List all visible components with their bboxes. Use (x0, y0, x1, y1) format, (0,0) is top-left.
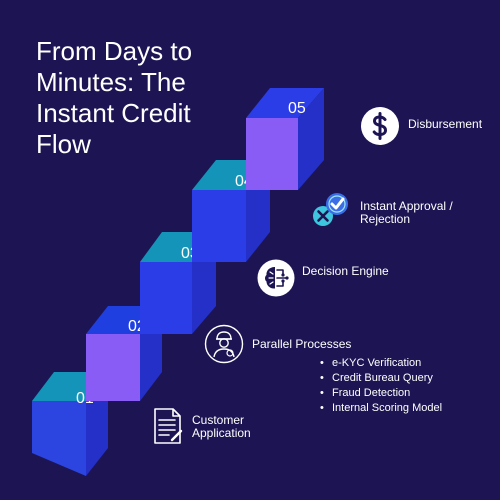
step-01-label-line: Application (192, 426, 251, 440)
check-cross-icon (313, 193, 348, 226)
step-05: 05 (246, 88, 324, 190)
step-05-number: 05 (288, 100, 306, 117)
step-02-label-line: Parallel Processes (252, 337, 352, 351)
step-01-label: Customer Application (192, 414, 251, 440)
step-04-label-line: Rejection (360, 212, 411, 226)
list-item: Fraud Detection (318, 386, 442, 401)
list-item: e-KYC Verification (318, 356, 442, 371)
title-line: From Days to (36, 36, 193, 66)
step-05-label: Disbursement (408, 118, 482, 131)
step-02-riser (86, 334, 140, 401)
step-03-label-line: Decision Engine (302, 264, 389, 278)
brain-circuit-icon (257, 259, 295, 297)
title-line: Instant Credit (36, 98, 191, 128)
step-02-label: Parallel Processes (252, 338, 351, 351)
step-05-right-face (298, 88, 324, 190)
step-05-riser (246, 118, 298, 190)
step-01-label-line: Customer (192, 413, 245, 427)
document-icon (154, 408, 183, 444)
diagram-title: From Days to Minutes: The Instant Credit… (36, 36, 266, 160)
step-01-left-face (32, 401, 86, 476)
list-item: Internal Scoring Model (318, 401, 442, 416)
title-line: Minutes: The (36, 67, 186, 97)
parallel-process-list: e-KYC Verification Credit Bureau Query F… (318, 356, 442, 416)
dollar-icon (361, 107, 399, 145)
step-04-label: Instant Approval / Rejection (360, 200, 453, 226)
step-04-label-line: Instant Approval / (360, 199, 453, 213)
title-line: Flow (36, 129, 91, 159)
step-05-label-line: Disbursement (408, 117, 483, 131)
step-04-riser (192, 190, 246, 262)
list-item: Credit Bureau Query (318, 371, 442, 386)
engineer-icon (204, 324, 244, 364)
step-03-riser (140, 262, 192, 334)
step-03-label: Decision Engine (302, 265, 389, 278)
